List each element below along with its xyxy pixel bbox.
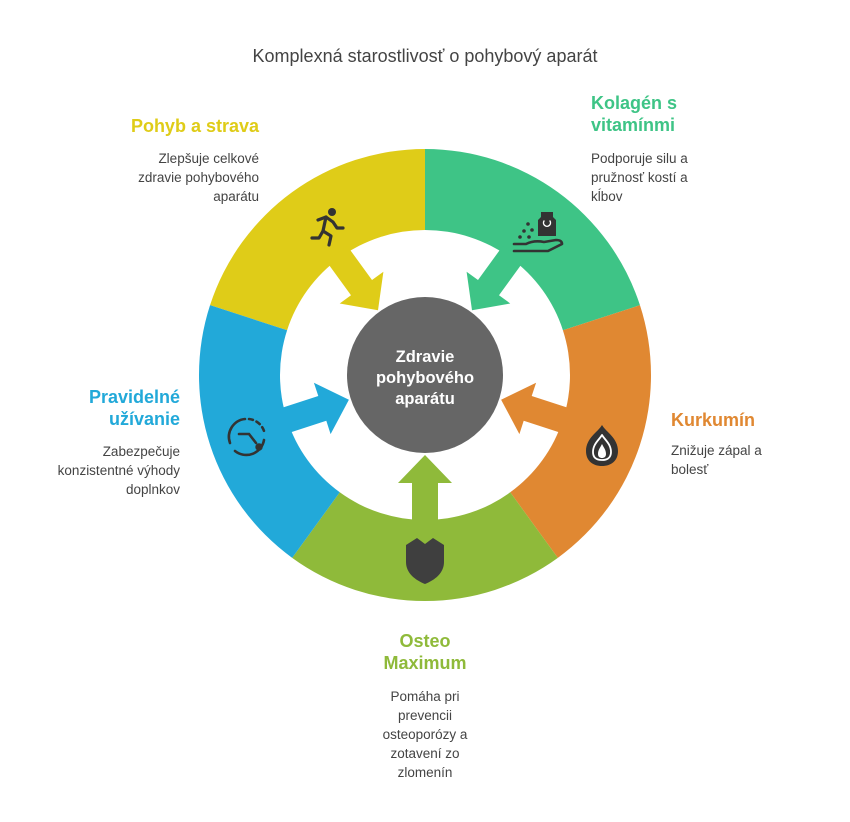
arrow-pravidelne (278, 382, 349, 435)
segment-description-pravidelne: Zabezpečuje konzistentné výhody doplnkov (58, 442, 180, 499)
segment-label-line: Kurkumín (671, 410, 756, 430)
center-label-line: aparátu (395, 390, 455, 408)
shield-icon (406, 538, 444, 584)
arrow-pohyb (326, 246, 384, 311)
description-line: osteoporózy a (382, 727, 468, 742)
description-line: zdravie pohybového (138, 170, 259, 185)
segment-label-line: Pohyb a strava (130, 116, 259, 136)
segment-label-pohyb: Pohyb a strava (131, 115, 259, 137)
description-line: Znižuje zápal a (671, 443, 762, 458)
segment-label-kurkumin: Kurkumín (671, 409, 755, 431)
center-label: Zdravie pohybového aparátu (350, 347, 500, 410)
segment-label-osteo: Osteo Maximum (325, 630, 525, 674)
segment-description-kurkumin: Znižuje zápal a bolesť (671, 441, 762, 479)
description-line: prevencii (397, 708, 453, 723)
turmeric-root-icon (586, 425, 618, 466)
arrow-kurkumin (501, 382, 572, 435)
description-line: pružnosť kostí a (591, 170, 688, 185)
description-line: zotavení zo (390, 746, 460, 761)
segment-label-kolagen: Kolagén s vitamínmi (591, 92, 677, 136)
segment-label-line: vitamínmi (591, 115, 676, 135)
arrow-kolagen (466, 246, 524, 311)
ring-segment-pravidelne (199, 305, 340, 558)
running-person-icon (310, 208, 345, 247)
segment-label-line: Osteo (399, 631, 451, 651)
center-label-line: Zdravie (395, 348, 455, 366)
segment-label-line: Kolagén s (591, 93, 678, 113)
cycle-icon (227, 417, 266, 457)
description-line: bolesť (671, 462, 709, 477)
supplement-bottle-hand-icon (512, 212, 564, 253)
description-line: Zabezpečuje (102, 444, 180, 459)
ring-segment-kolagen (425, 149, 640, 331)
diagram-title: Komplexná starostlivosť o pohybový apará… (252, 46, 598, 66)
center-label-line: pohybového (375, 369, 475, 387)
segment-description-kolagen: Podporuje silu a pružnosť kostí a kĺbov (591, 149, 688, 206)
description-line: zlomenín (397, 765, 453, 780)
description-line: konzistentné výhody (57, 463, 180, 478)
description-line: doplnkov (125, 482, 180, 497)
ring-segment-kurkumin (510, 305, 651, 558)
segment-label-line: užívanie (108, 409, 180, 429)
segment-label-line: Maximum (383, 653, 467, 673)
description-line: Pomáha pri (390, 689, 460, 704)
arrow-osteo (398, 455, 452, 525)
center-hub (347, 297, 503, 453)
description-line: Podporuje silu a (591, 151, 688, 166)
description-line: aparátu (213, 189, 259, 204)
segment-description-osteo: Pomáha pri prevencii osteoporózy a zotav… (325, 687, 525, 782)
segment-description-pohyb: Zlepšuje celkové zdravie pohybového apar… (138, 149, 259, 206)
description-line: kĺbov (591, 189, 623, 204)
segment-label-line: Pravidelné (88, 387, 180, 407)
segment-label-pravidelne: Pravidelné užívanie (89, 386, 180, 430)
description-line: Zlepšuje celkové (158, 151, 259, 166)
